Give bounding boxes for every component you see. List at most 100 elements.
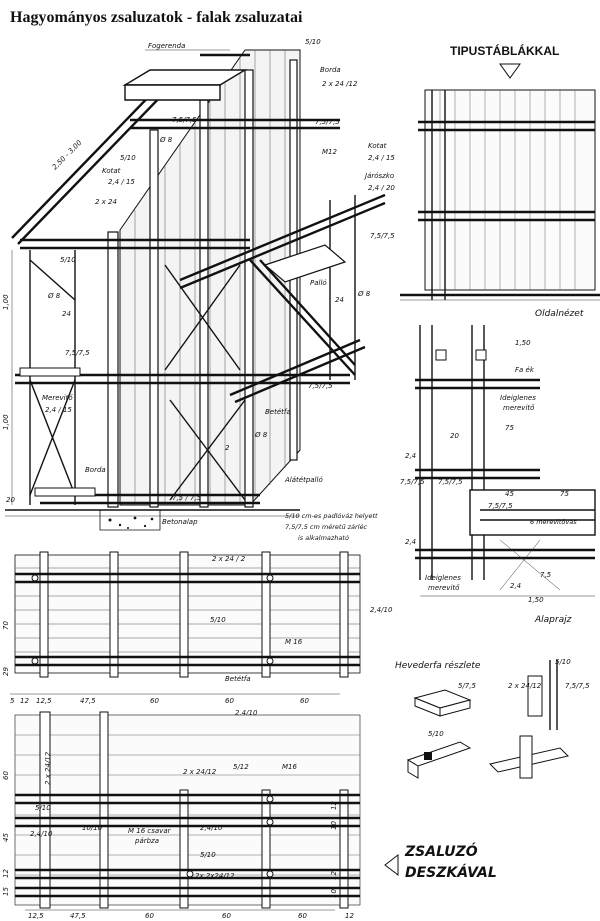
dimension-label-59: merevitő [428, 583, 460, 592]
dimension-label-21: 24 [335, 296, 344, 304]
plan-view: 1,50 75 Fa ék Ideiglenes merevitő 20 2,4… [400, 325, 596, 625]
dimension-label-110: 12 [345, 912, 354, 920]
dimension-label-107: 60 [145, 912, 154, 920]
dimension-label-54: 75 [560, 490, 569, 498]
dimension-label-62: 1,50 [528, 596, 544, 604]
dimension-label-60: 2,4 [510, 582, 521, 590]
dimension-label-5: 7,5/7,5 [172, 116, 197, 124]
dimension-label-91: 2,4/10 [200, 824, 223, 832]
dimension-label-17: 2,4 / 20 [368, 184, 395, 192]
dimension-label-105: 12,5 [28, 912, 44, 920]
dimension-label-66: 2,4/10 [370, 606, 393, 614]
oldal-caption: Oldalnézet [535, 308, 584, 319]
dimension-label-14: 2,50 - 3,00 [51, 138, 84, 171]
heveder-labels: 5/7,5 2 x 24/12 5/10 7,5/7,5 5/10 [428, 658, 590, 738]
dimension-label-78: 2,4/10 [235, 709, 258, 717]
plan-labels: 1,50 75 Fa ék Ideiglenes merevitő 20 2,4… [400, 339, 595, 604]
heveder-pieces [406, 660, 569, 779]
dimension-label-48: merevitő [503, 403, 535, 412]
dimension-label-90: 2,4/10 [30, 830, 53, 838]
tipus-title: TIPUSTÁBLÁKKAL [450, 43, 559, 58]
dimension-label-112: DESZKÁVAL [405, 864, 497, 881]
dimension-label-32: Alátétpalló [284, 476, 323, 484]
panel-side-view: TIPUSTÁBLÁKKAL Oldalnézet [400, 43, 600, 319]
dimension-label-108: 60 [222, 912, 231, 920]
dimension-label-95: 2x 2x24/12 [195, 872, 235, 880]
dimension-label-55: 7,5/7,5 [488, 502, 513, 510]
dimension-label-68: Betétfa [225, 675, 251, 683]
dimension-label-93: párbza [134, 837, 159, 845]
concrete-base-texture [108, 516, 154, 529]
dimension-label-103: 12 [330, 871, 338, 880]
mid-labels: 2 x 24 / 2 5/10 2,4/10 M 16 Betétfa 70 2… [2, 555, 393, 717]
dimension-label-70: 29 [2, 667, 10, 676]
tipus-arrow-icon [499, 63, 521, 79]
dimension-label-8: M12 [322, 148, 337, 156]
dimension-label-61: 7,5 [540, 571, 552, 579]
dimension-label-65: 5/10 [210, 616, 226, 624]
bottom-labels: 2 x 24/12 5/12 M16 5/10 10/10 2,4/10 2,4… [2, 751, 354, 920]
dimension-label-15: 2 x 24 [95, 198, 117, 206]
dimension-label-73: 12,5 [36, 697, 52, 705]
dimension-label-44: 1,50 [515, 339, 531, 347]
top-beam [122, 53, 250, 101]
heveder-detail: Hevederfa részlete 5/7,5 2 x 24/12 5/10 … [395, 658, 590, 779]
dimension-label-71: 5 [10, 697, 15, 705]
dimension-label-12: Kotat [102, 167, 121, 175]
dimension-label-16: Járószko [363, 172, 394, 180]
dimension-label-94: 5/10 [200, 851, 216, 859]
dimension-label-39: 1,00 [2, 294, 10, 310]
dimension-label-1: Fogerenda [148, 42, 185, 50]
alap-caption: Alaprajz [534, 615, 572, 625]
dimension-label-56: 6 merevitővas [530, 517, 577, 526]
dimension-label-72: 12 [20, 697, 29, 705]
dimension-label-19: 5/10 [60, 256, 76, 264]
dimension-label-85: 2 x 24/12 [183, 768, 217, 776]
dimension-label-51: 7,5/7,5 [400, 478, 425, 486]
dimension-label-74: 47,5 [80, 697, 96, 705]
dimension-label-45: 75 [505, 424, 514, 432]
dimension-label-75: 60 [150, 697, 159, 705]
dimension-label-36: 5/10 cm-es padlóváz helyett [285, 512, 378, 520]
dimension-label-2: 5/10 [305, 38, 321, 46]
mid-vertical-studs [39, 551, 349, 678]
dimension-label-37: 7,5/7,5 cm méretű zárléc [285, 522, 368, 531]
dimension-label-102: 10 [330, 821, 338, 830]
dimension-label-76: 60 [225, 697, 234, 705]
dimension-label-83: 7,5/7,5 [565, 682, 590, 690]
dimension-label-84: 5/10 [428, 730, 444, 738]
dimension-label-52: 7,5/7,5 [438, 478, 463, 486]
dimension-label-30: Ø 8 [254, 431, 268, 439]
dimension-label-109: 60 [298, 912, 307, 920]
dimension-label-41: 20 [6, 496, 15, 504]
dimension-label-81: 2 x 24/12 [508, 682, 542, 690]
dimension-label-111: ZSALUZÓ [404, 842, 478, 860]
dimension-label-31: 2 [225, 444, 230, 452]
isometric-formwork-view: Fogerenda 5/10 Borda 2 x 24 /12 7,5/7,5 … [2, 38, 395, 542]
dimension-label-33: Borda [85, 466, 106, 474]
dimension-label-101: 12 [330, 801, 338, 810]
dimension-label-40: 1,00 [2, 414, 10, 430]
right-braces [164, 193, 386, 501]
dimension-label-26: 7,5/7,5 [308, 382, 333, 390]
zsaluzo-arrow-icon [384, 853, 399, 877]
middle-elevation: 2 x 24 / 2 5/10 2,4/10 M 16 Betétfa 70 2… [2, 551, 393, 717]
dimension-label-87: M16 [282, 763, 297, 771]
zsaluzo-caption: ZSALUZÓ DESZKÁVAL [384, 842, 497, 881]
dimension-label-57: 2,4 [405, 538, 416, 546]
dimension-label-24: 24 [62, 310, 71, 318]
wall-board-lines [134, 50, 286, 505]
dimension-label-6: 7,5/7,5 [315, 118, 340, 126]
dimension-label-50: 2,4 [405, 452, 416, 460]
bolt-markers [186, 795, 274, 878]
page-title: Hagyományos zsaluzatok - falak zsaluzata… [10, 9, 303, 26]
concrete-base [99, 510, 161, 531]
dimension-label-88: 5/10 [35, 804, 51, 812]
dimension-label-47: Ideiglenes [500, 394, 536, 402]
walking-plank [263, 244, 347, 283]
dimension-label-67: M 16 [285, 638, 303, 646]
dimension-label-9: Kotat [368, 142, 387, 150]
dimension-label-53: 45 [505, 490, 514, 498]
dimension-label-18: 7,5/7,5 [370, 232, 395, 240]
